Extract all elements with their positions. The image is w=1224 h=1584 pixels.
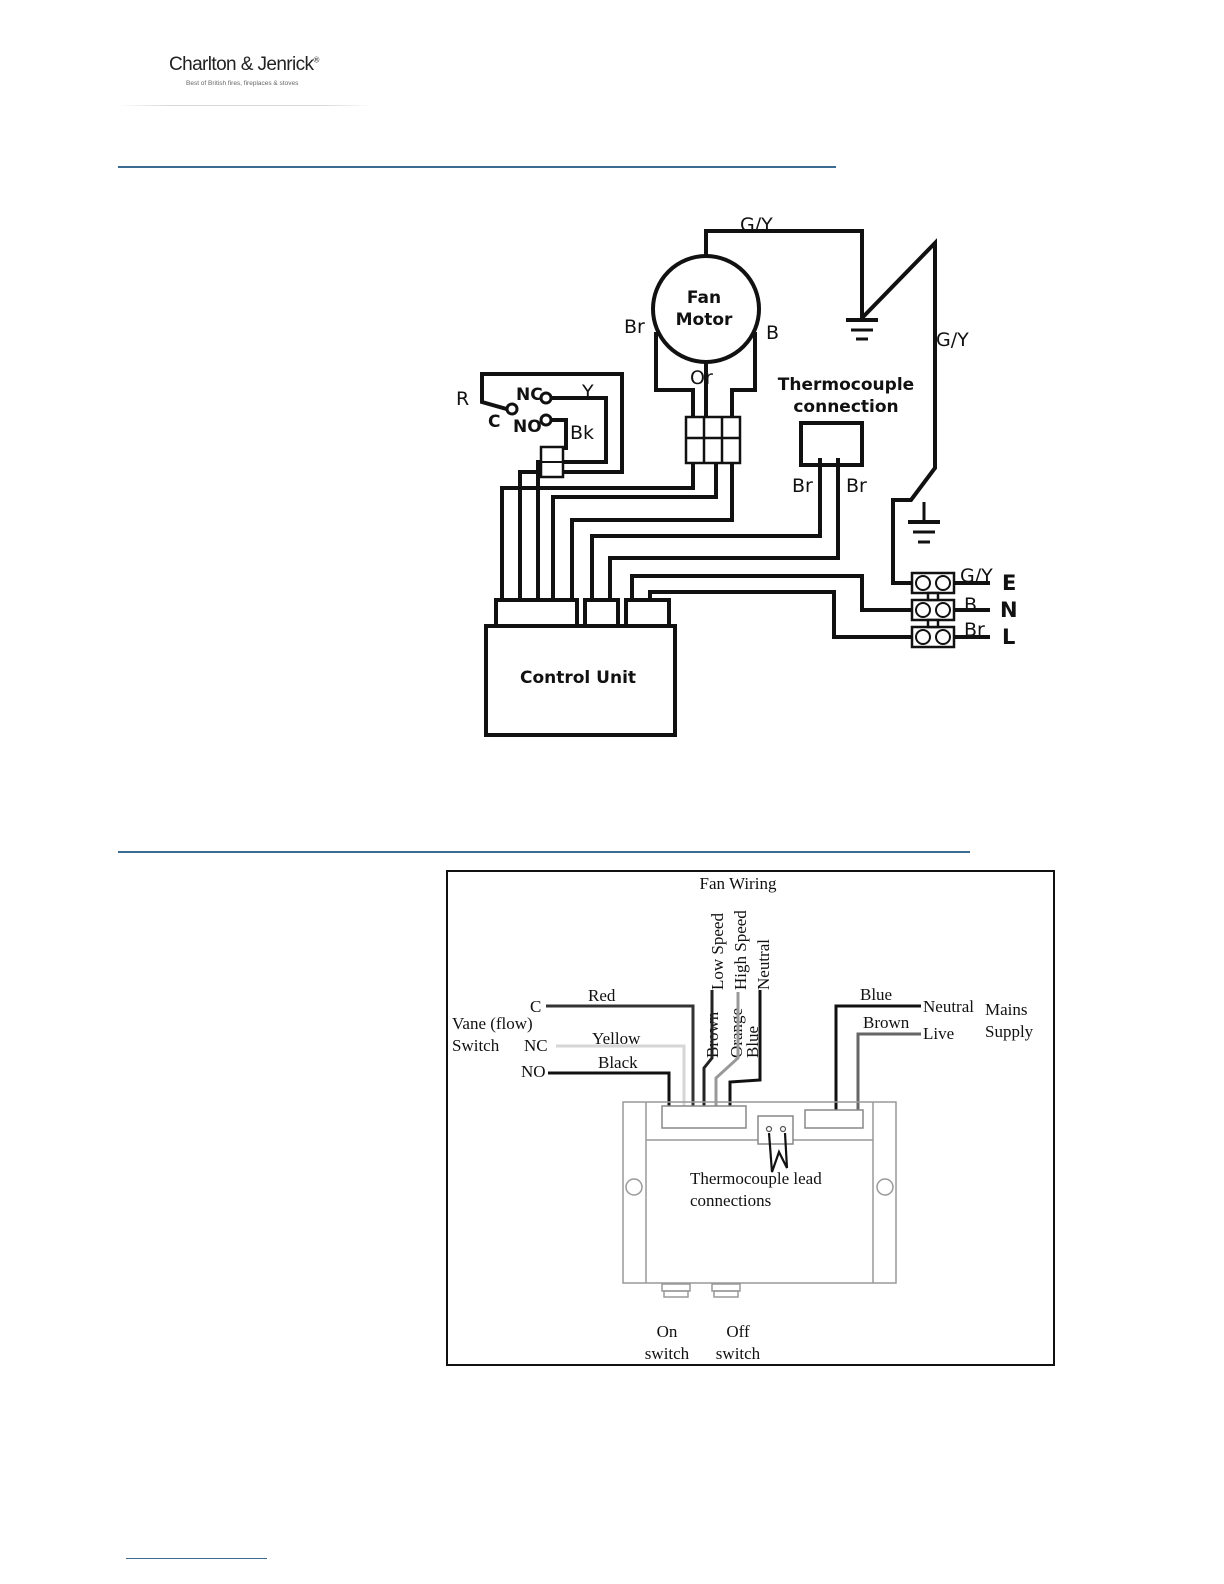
on-switch-label-line1: On <box>657 1322 678 1341</box>
wire-label-black: Black <box>598 1053 638 1072</box>
switch-label-no: NO <box>513 417 542 437</box>
control-unit-connector-thermo <box>583 598 620 628</box>
wire-yellow <box>556 1044 686 1124</box>
switch-label-r: R <box>456 388 469 410</box>
supply-live-wire <box>648 590 990 639</box>
switch-terminal-no <box>539 413 553 427</box>
vane-label-c: C <box>530 997 541 1016</box>
control-unit-box <box>484 624 677 737</box>
label-low-speed: Low Speed <box>708 913 727 990</box>
thermocouple-lead-label-line2: connections <box>690 1191 771 1210</box>
mains-supply-label-line2: Supply <box>985 1022 1034 1041</box>
fan-wiring-diagram: Fan Wiring Low Speed High Speed Neutral … <box>446 870 1055 1366</box>
wire-label-or: Or <box>690 367 713 389</box>
thermocouple-pin-right <box>779 1125 787 1133</box>
wire-brown-low-speed <box>702 990 714 1124</box>
mains-supply-label-line1: Mains <box>985 1000 1028 1019</box>
logo-brand-name: Charlton & Jenrick® <box>169 54 319 75</box>
wire-label-gy-top: G/Y <box>740 214 773 236</box>
wire-label-red: Red <box>588 986 616 1005</box>
off-switch-label-line2: switch <box>716 1344 761 1363</box>
switch-label-nc: NC <box>516 385 543 405</box>
logo-tagline: Best of British fires, fireplaces & stov… <box>186 80 299 87</box>
thermocouple-lead-label-line1: Thermocouple lead <box>690 1169 822 1188</box>
logo-registered-mark: ® <box>313 55 319 65</box>
mains-label-live: Live <box>923 1024 954 1043</box>
control-unit-connector-main <box>494 598 579 628</box>
mains-label-neutral: Neutral <box>923 997 974 1016</box>
label-high-speed: High Speed <box>731 910 750 990</box>
wire-label-b-right: B <box>766 322 779 344</box>
fan-motor-circle <box>651 254 761 364</box>
wire-orange-high-speed <box>714 992 740 1124</box>
earth-symbol-top <box>846 318 878 341</box>
wire-blue-neutral <box>728 990 762 1124</box>
supply-earth-wire <box>860 238 990 585</box>
switch-yellow-wire <box>536 396 608 600</box>
terminal-label-gy: G/Y <box>960 565 993 587</box>
thermo-lead-left <box>590 458 822 600</box>
thermocouple-socket <box>757 1115 794 1145</box>
wire-label-gy-right: G/Y <box>936 329 969 351</box>
motor-earth-wire <box>704 229 864 318</box>
earth-symbol-bottom <box>908 502 940 544</box>
thermo-lead-right <box>608 458 840 600</box>
terminal-label-br: Br <box>964 619 985 641</box>
wire-mains-neutral <box>834 1004 921 1124</box>
thermo-label-br-left: Br <box>792 475 813 497</box>
vane-switch-label-line2: Switch <box>452 1036 500 1055</box>
wiring-diagram-frame <box>446 870 1055 1366</box>
thermocouple-pin-left <box>765 1125 773 1133</box>
switch-terminal-c <box>505 402 519 416</box>
label-blue: Blue <box>743 1026 762 1058</box>
supply-terminal-block <box>910 571 956 649</box>
mains-label-blue: Blue <box>860 985 892 1004</box>
thermocouple-arrow-icon <box>767 1132 789 1173</box>
thermocouple-label-line2: connection <box>793 397 898 417</box>
mains-label-brown: Brown <box>863 1013 910 1032</box>
switch-fuse-connector <box>539 445 565 479</box>
footer-divider <box>126 1558 267 1559</box>
wire-mains-live <box>856 1032 921 1124</box>
off-switch-label-line1: Off <box>726 1322 750 1341</box>
on-switch-label-line2: switch <box>645 1344 690 1363</box>
terminal-label-b: B <box>964 594 977 616</box>
switch-black-wire <box>550 418 568 450</box>
switch-label-y: Y <box>581 381 594 403</box>
brand-logo: Charlton & Jenrick® Best of British fire… <box>118 50 378 112</box>
fan-terminal-strip <box>661 1105 747 1129</box>
fan-wiring-title: Fan Wiring <box>700 874 777 893</box>
mains-terminal-strip <box>804 1109 864 1129</box>
supply-neutral-wire <box>630 574 990 612</box>
vane-label-nc: NC <box>524 1036 548 1055</box>
thermocouple-label-line1: Thermocouple <box>778 375 914 395</box>
vane-switch-label-line1: Vane (flow) <box>452 1014 533 1033</box>
label-neutral-vertical: Neutral <box>754 939 773 990</box>
terminal-label-e: E <box>1002 571 1016 595</box>
thermo-label-br-right: Br <box>846 475 867 497</box>
vane-label-no: NO <box>521 1062 546 1081</box>
fan-motor-label-line2: Motor <box>676 310 733 330</box>
section-divider-middle <box>118 851 970 853</box>
thermocouple-block <box>799 421 864 467</box>
fan-schematic-diagram: Fan Motor G/Y G/Y Br B Or Thermocouple c… <box>456 214 1018 737</box>
switch-red-wire <box>480 372 624 600</box>
wire-label-br-left: Br <box>624 316 645 338</box>
control-unit-connector-mains <box>624 598 671 628</box>
switch-label-bk: Bk <box>570 422 594 444</box>
terminal-label-n: N <box>1000 598 1018 622</box>
wire-label-yellow: Yellow <box>592 1029 641 1048</box>
wire-red <box>546 1004 695 1124</box>
fan-motor-label-line1: Fan <box>687 288 721 308</box>
motor-connector-block <box>684 415 742 465</box>
switch-terminal-nc <box>539 391 553 405</box>
terminal-label-l: L <box>1002 625 1015 649</box>
switch-label-c: C <box>488 412 500 432</box>
logo-underline <box>118 105 374 106</box>
control-unit-label: Control Unit <box>520 668 636 688</box>
section-divider-top <box>118 166 836 168</box>
